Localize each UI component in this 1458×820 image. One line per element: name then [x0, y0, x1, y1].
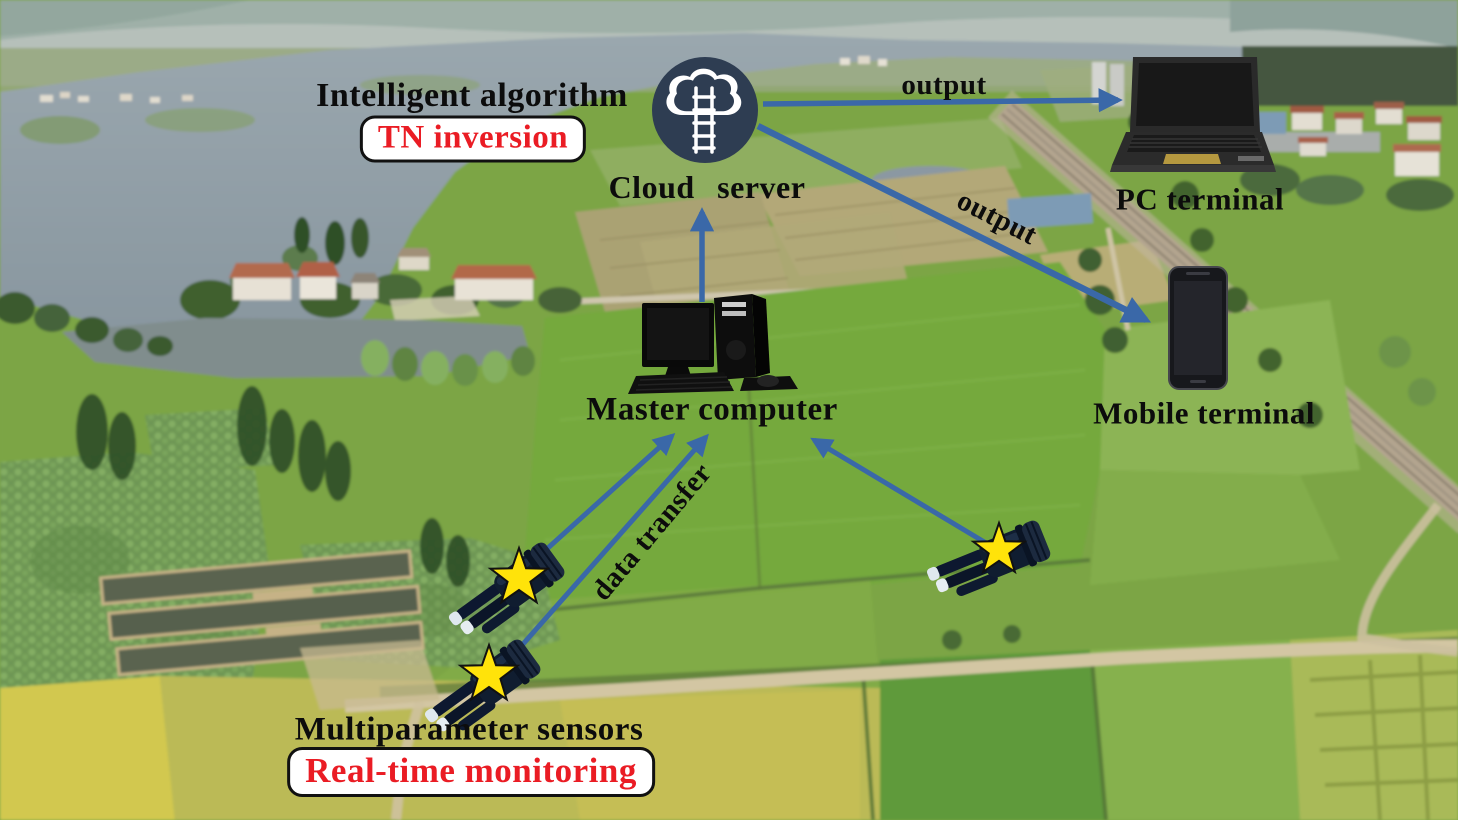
real-time-monitoring-label: Real-time monitoring [305, 751, 637, 790]
arrow-cloud-to-mobile [756, 123, 1152, 323]
mobile-terminal-label: Mobile terminal [1093, 395, 1315, 431]
multiparameter-sensors-label: Multiparameter sensors [294, 711, 644, 748]
arrow-sensor2-to-master [514, 433, 709, 654]
desktop-computer-icon [628, 294, 798, 394]
arrow-sensor3-to-master [810, 437, 988, 546]
master-computer-label: Master computer [586, 391, 838, 428]
output-pc-label: output [901, 68, 987, 101]
real-time-monitoring-callout: Real-time monitoring [287, 747, 655, 797]
touchpad [1163, 154, 1221, 164]
cloud-server-label: Cloud server [608, 169, 806, 206]
ladder-icon [692, 86, 716, 154]
tn-inversion-callout: TN inversion [359, 115, 587, 163]
tn-inversion-label: TN inversion [377, 119, 569, 156]
cloud-server-icon [652, 57, 758, 163]
poplar-trees [76, 386, 470, 587]
bottom-fields [0, 630, 1458, 820]
village [180, 217, 582, 321]
intelligent-algorithm-label: Intelligent algorithm [316, 77, 628, 115]
smartphone-icon [1168, 266, 1228, 390]
pond-trees [0, 292, 535, 386]
dirt-roads [300, 502, 1458, 820]
scattered-trees [942, 110, 1436, 650]
experimental-ponds [99, 549, 425, 677]
laptop-icon [1110, 57, 1276, 172]
far-shore-village [20, 56, 887, 144]
distant-town [1007, 46, 1458, 229]
arrow-sensor1-to-master [526, 433, 676, 568]
pc-terminal-label: PC terminal [1115, 181, 1285, 217]
arrow-cloud-to-pc [762, 88, 1123, 113]
